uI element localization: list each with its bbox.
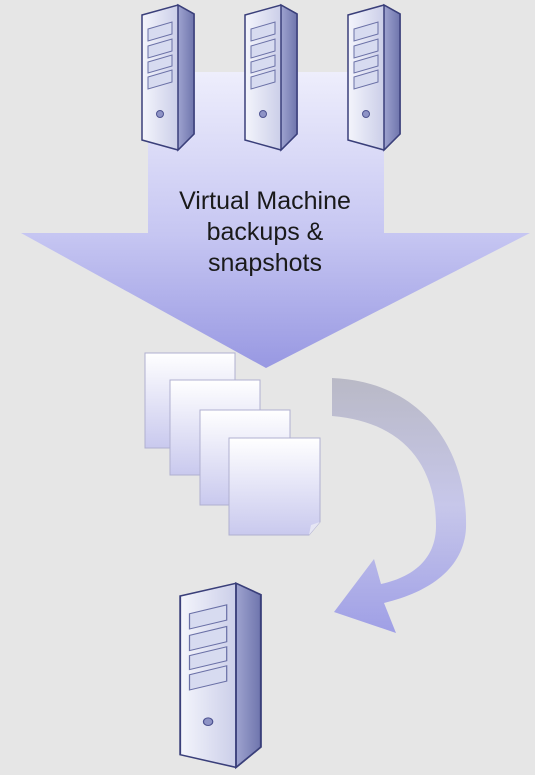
backup-arrow — [21, 72, 530, 368]
server-icon — [141, 3, 195, 152]
server-icon — [179, 581, 262, 770]
server-icon — [244, 3, 298, 152]
document-icon — [228, 437, 321, 536]
server-icon — [347, 3, 401, 152]
caption-line-1: Virtual Machine — [179, 187, 351, 215]
source-server-1 — [141, 3, 195, 152]
source-server-3 — [347, 3, 401, 152]
restore-arrow — [332, 378, 467, 633]
target-server — [179, 581, 262, 770]
backup-file-4 — [228, 437, 321, 536]
backup-caption: Virtual Machine backups & snapshots — [130, 186, 400, 279]
caption-line-3: snapshots — [208, 249, 322, 277]
caption-line-2: backups & — [206, 218, 324, 246]
source-server-2 — [244, 3, 298, 152]
